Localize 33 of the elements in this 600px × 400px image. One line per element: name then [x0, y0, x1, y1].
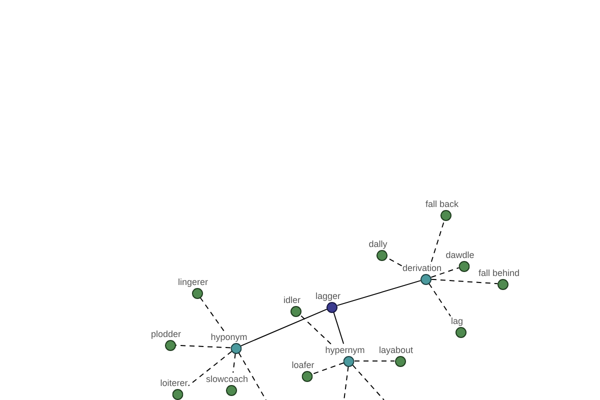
node-label: hypernym: [325, 344, 365, 354]
node-label: layabout: [378, 344, 414, 354]
dashed-connector: [312, 362, 344, 375]
node-label: fall behind: [478, 268, 520, 278]
node-label: dawdle: [446, 250, 474, 260]
node-label: lagger: [315, 290, 341, 300]
dashed-connector: [300, 314, 332, 344]
connector-line: [333, 312, 344, 344]
connector-line: [240, 308, 328, 346]
dashed-connector: [175, 344, 231, 348]
dashed-connector: [428, 283, 452, 317]
dashed-connector: [430, 267, 460, 278]
node-label: plodder: [150, 328, 182, 338]
dashed-connector: [344, 366, 349, 400]
node-label: loiterer: [160, 378, 188, 388]
dashed-connector: [352, 364, 384, 400]
node-label: lag: [450, 316, 463, 326]
dashed-connector: [354, 360, 395, 362]
dashed-connector: [431, 278, 498, 284]
node-label: hyponym: [210, 332, 248, 342]
node-label: lingerer: [178, 276, 208, 286]
node-label: idler: [283, 294, 300, 304]
node-label: derivation: [402, 262, 442, 272]
dashed-connector: [188, 350, 232, 386]
node-label: dally: [368, 238, 388, 248]
node-label: fall back: [425, 198, 459, 208]
dashed-connector: [430, 220, 445, 262]
dashed-connector: [238, 352, 266, 400]
dashed-connector: [232, 352, 236, 374]
dashed-connector: [200, 296, 224, 332]
connector-line: [336, 280, 422, 306]
node-label: loafer: [292, 360, 314, 370]
node-label: slowcoach: [206, 374, 248, 384]
